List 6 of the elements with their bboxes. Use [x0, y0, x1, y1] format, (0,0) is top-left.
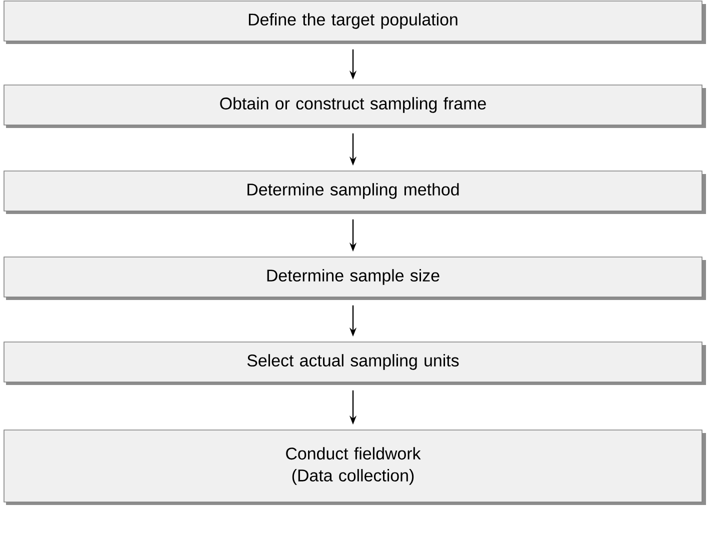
- process-box: Obtain or construct sampling frame: [4, 84, 706, 128]
- process-box: Conduct fieldwork (Data collection): [4, 430, 706, 505]
- process-box: Determine sample size: [4, 256, 706, 300]
- process-box: Determine sampling method: [4, 170, 706, 214]
- process-box: Define the target population: [4, 0, 706, 44]
- process-box: Select actual sampling units: [4, 342, 706, 385]
